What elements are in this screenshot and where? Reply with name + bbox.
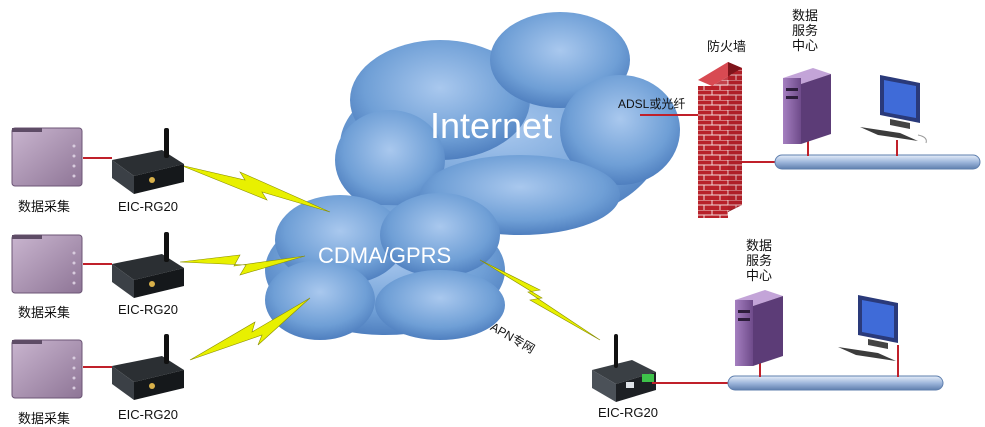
server-label-upper: 数据 服务 中心: [792, 8, 818, 53]
router-icon-1: [112, 128, 184, 194]
collector-icon-3: [11, 339, 83, 399]
router-icon-2: [112, 232, 184, 298]
upper-network-bus: [742, 140, 981, 170]
computer-icon-2: [838, 295, 898, 361]
internet-label: Internet: [430, 105, 553, 146]
lightning-icon: [179, 164, 331, 213]
computer-icon-1: [860, 75, 927, 144]
server-label-line: 数据: [746, 238, 773, 253]
collector-icon-1: [11, 127, 83, 187]
adsl-label: ADSL或光纤: [618, 97, 686, 111]
router-label-apn: EIC-RG20: [598, 405, 658, 420]
wireless-links: [179, 164, 601, 361]
server-label-line: 中心: [746, 268, 773, 283]
server-icon-2: [735, 290, 783, 366]
router-label-2: EIC-RG20: [118, 302, 178, 317]
server-label-line: 服务: [746, 253, 773, 268]
collector-label-3: 数据采集: [18, 411, 71, 426]
collector-icon-2: [11, 234, 83, 294]
collector-label-1: 数据采集: [18, 199, 71, 214]
firewall-icon: [698, 62, 742, 218]
router-label-3: EIC-RG20: [118, 407, 178, 422]
server-label-line: 中心: [792, 38, 819, 53]
server-label-line: 数据: [792, 8, 819, 23]
collector-label-2: 数据采集: [18, 305, 71, 320]
firewall-label: 防火墙: [707, 39, 747, 54]
lightning-icon: [479, 259, 601, 341]
server-label-line: 服务: [792, 23, 819, 38]
lower-network-bus: [652, 345, 944, 391]
router-icon-3: [112, 334, 184, 400]
collector-router-links: [83, 157, 112, 368]
server-icon-1: [783, 68, 831, 144]
cdma-cloud: [265, 193, 505, 340]
router-label-1: EIC-RG20: [118, 199, 178, 214]
lightning-icon: [189, 297, 311, 361]
router-icon-apn: [592, 334, 656, 402]
server-label-lower: 数据 服务 中心: [746, 238, 772, 283]
cdma-gprs-label: CDMA/GPRS: [318, 243, 452, 268]
lightning-icon: [179, 254, 306, 276]
